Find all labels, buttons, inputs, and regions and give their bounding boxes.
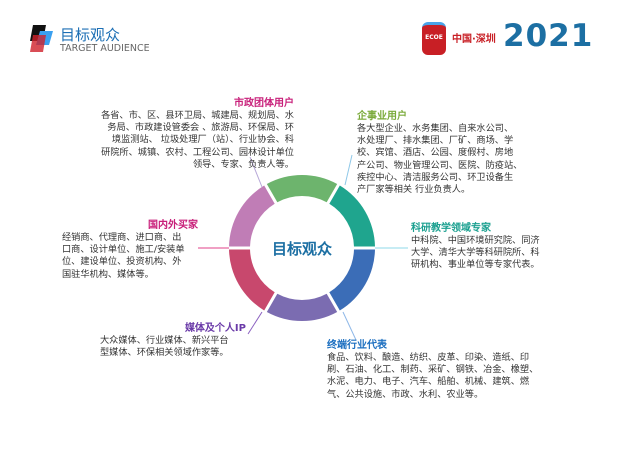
group-research: 科研教学领域专家 中科院、中国环境研究院、同济大学、清华大学等科研院所、科研机构… [411, 222, 581, 272]
group-text-line: 经销商、代理商、进口商、出 [62, 232, 182, 243]
donut-segment-purple [266, 293, 338, 322]
group-text: 各省、市、区、县环卫局、城建局、规划局、水务局、市政建设管委会 、旅游局、环保局… [80, 110, 294, 171]
group-text-line: 研院所、城镇、农村、工程公司、园林设计单位 [101, 146, 294, 158]
page-subtitle: TARGET AUDIENCE [60, 43, 150, 54]
group-text-line: 中科院、中国环境研究院、同济 [411, 235, 540, 246]
page-title: 目标观众 [60, 26, 121, 44]
connector-line [249, 156, 263, 188]
group-text-line: 产公司、物业管理公司、医院、防疫站、 [357, 159, 523, 171]
group-text: 经销商、代理商、进口商、出口商、设计单位、施工/安装单位、建设单位、投资机构、外… [62, 232, 198, 281]
donut-center-label: 目标观众 [271, 240, 332, 258]
group-buyers: 国内外买家 经销商、代理商、进口商、出口商、设计单位、施工/安装单位、建设单位、… [62, 220, 198, 281]
connector-line [342, 311, 357, 341]
group-text-line: 气、公共设施、市政、水利、农业等。 [327, 388, 484, 400]
donut-segment-pink [229, 185, 275, 247]
group-text-line: 水处理厂、排水集团、厂矿、商场、学 [357, 135, 514, 147]
group-text: 大众媒体、行业媒体、新兴平台型媒体、环保相关领域作家等。 [100, 335, 246, 359]
group-text-line: 各大型企业、水务集团、自来水公司、 [357, 123, 514, 134]
group-enterprise: 企事业用户 各大型企业、水务集团、自来水公司、水处理厂、排水集团、厂矿、商场、学… [357, 110, 557, 196]
group-text-line: 领导、专家、负责人等。 [192, 158, 294, 170]
donut-segment-green [266, 175, 338, 203]
group-text: 各大型企业、水务集团、自来水公司、水处理厂、排水集团、厂矿、商场、学校、宾馆、酒… [357, 123, 557, 196]
group-municipal: 市政团体用户 各省、市、区、县环卫局、城建局、规划局、水务局、市政建设管委会 、… [80, 97, 294, 171]
group-text-line: 研机构、事业单位等专家代表。 [411, 259, 540, 271]
group-text-line: 水泥、电力、电子、汽车、船舶、机械、建筑、燃 [327, 376, 530, 388]
group-text-line: 型媒体、环保相关领域作家等。 [100, 347, 229, 359]
group-text-line: 务局、市政建设管委会 、旅游局、环保局、环 [107, 122, 294, 134]
brand-logo-icon [28, 25, 58, 53]
group-text-line: 口商、设计单位、施工/安装单 [62, 244, 185, 256]
group-text-line: 食品、饮料、酿造、纺织、皮革、印染、造纸、印 [327, 352, 530, 363]
group-industry: 终端行业代表 食品、饮料、酿造、纺织、皮革、印染、造纸、印刷、石油、化工、制药、… [327, 339, 557, 401]
year-logo: 2021 [503, 18, 594, 54]
group-text: 食品、饮料、酿造、纺织、皮革、印染、造纸、印刷、石油、化工、制药、采矿、钢铁、冶… [327, 352, 557, 401]
donut-segment-red [229, 249, 275, 311]
group-text-line: 大学、清华大学等科研院所、科 [411, 247, 540, 259]
group-text-line: 刷、石油、化工、制药、采矿、钢铁、冶金、橡塑、 [327, 364, 539, 376]
ecoe-logo: ECOE [422, 22, 446, 55]
donut-segment-blue [329, 249, 375, 311]
group-text-line: 国驻华机构、媒体等。 [62, 268, 154, 280]
donut-segment-teal [329, 185, 375, 247]
connector-line [344, 154, 353, 186]
connector-line [247, 311, 263, 335]
group-text-line: 大众媒体、行业媒体、新兴平台 [100, 335, 229, 346]
group-text-line: 各省、市、区、县环卫局、城建局、规划局、水 [101, 110, 294, 121]
group-text-line: 位、建设单位、投资机构、外 [62, 256, 182, 268]
shenzhen-logo: 中国·深圳 [452, 34, 496, 45]
group-text-line: 产厂家等相关 行业负责人。 [357, 184, 471, 196]
group-text-line: 境监测站、 垃圾处理厂（站）、行业协会、科 [111, 134, 294, 146]
group-text-line: 校、宾馆、酒店、公园、度假村、房地 [357, 147, 514, 159]
group-text: 中科院、中国环境研究院、同济大学、清华大学等科研院所、科研机构、事业单位等专家代… [411, 235, 581, 272]
group-text-line: 疾控中心、清洁服务公司、环卫设备生 [357, 171, 514, 183]
group-media: 媒体及个人IP 大众媒体、行业媒体、新兴平台型媒体、环保相关领域作家等。 [100, 323, 246, 359]
